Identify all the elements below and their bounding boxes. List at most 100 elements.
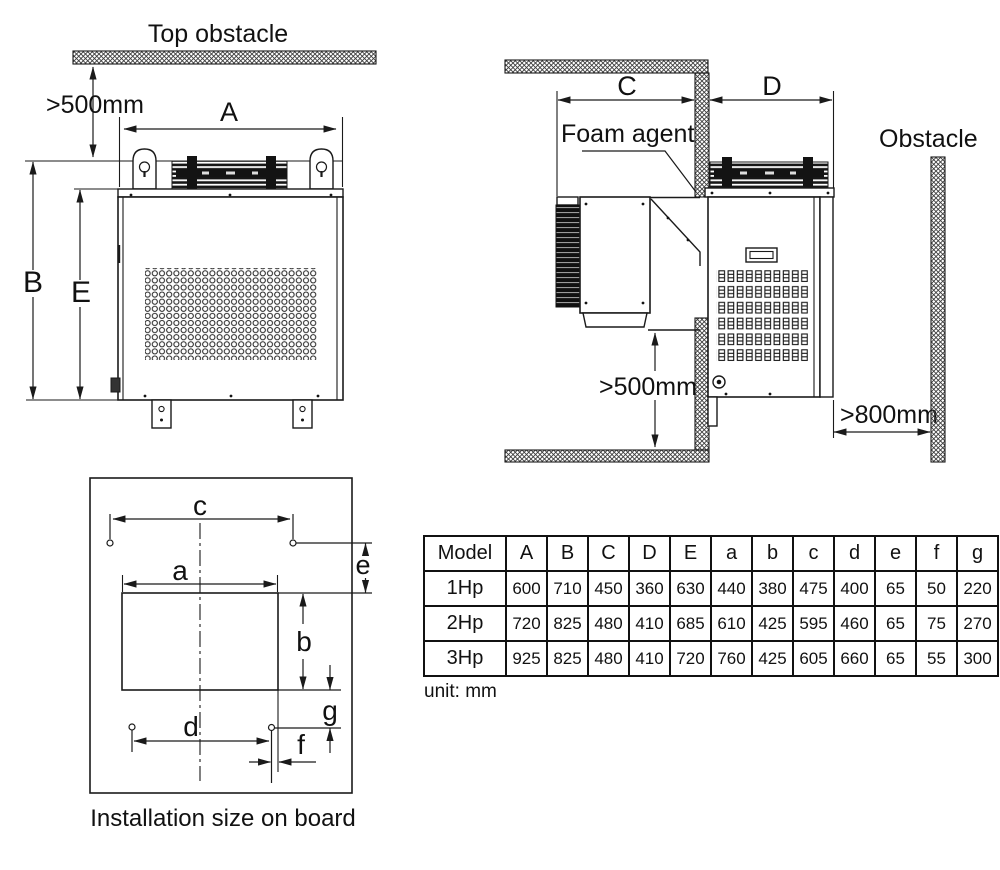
col-header: f	[915, 535, 958, 572]
spec-cell: 440	[710, 570, 753, 607]
spec-cell: 65	[874, 570, 917, 607]
spec-cell: 475	[792, 570, 835, 607]
spec-cell: 825	[546, 640, 589, 677]
spec-cell: 425	[751, 605, 794, 642]
evaporator-coil-fins	[555, 204, 581, 308]
board-outline	[89, 477, 353, 794]
top-obstacle-label: Top obstacle	[148, 20, 288, 48]
mounting-foot-left	[151, 399, 172, 429]
dim-a-board-label: a	[172, 555, 188, 586]
spec-cell: 710	[546, 570, 589, 607]
mounting-foot-right	[292, 399, 313, 429]
foam-agent-callout: Foam agent	[561, 120, 697, 193]
wall-vertical-lower	[694, 317, 710, 451]
condenser-side-panel	[819, 196, 834, 398]
wall-bottom	[504, 449, 710, 463]
spec-cell: 65	[874, 640, 917, 677]
ventilation-grille	[145, 268, 317, 360]
spec-table: Model A B C D E a b c d e f g 1Hp 600 71…	[423, 535, 999, 677]
spec-cell: 220	[956, 570, 999, 607]
spec-cell: 425	[751, 640, 794, 677]
evaporator-section	[555, 196, 701, 331]
dim-b-board: b	[296, 593, 312, 690]
top-clearance-label: >500mm	[46, 91, 144, 119]
spec-row: 1Hp 600 710 450 360 630 440 380 475 400 …	[423, 570, 999, 607]
dim-a-label: A	[220, 97, 238, 127]
evaporator-housing	[579, 196, 651, 314]
dim-f-board: f	[249, 729, 316, 766]
dim-top-clearance: >500mm	[46, 66, 144, 158]
spec-cell: 630	[669, 570, 712, 607]
dim-bottom-clearance: >500mm	[599, 332, 697, 448]
dim-d-label: D	[762, 71, 782, 101]
spec-cell: 595	[792, 605, 835, 642]
spec-header-row: Model A B C D E a b c d e f g	[423, 535, 999, 572]
dim-a: A	[118, 97, 344, 187]
spec-cell: 75	[915, 605, 958, 642]
dim-b: B	[21, 161, 45, 400]
handle-plate	[745, 247, 778, 263]
dim-b-label: B	[23, 266, 43, 299]
spec-cell: 760	[710, 640, 753, 677]
spec-cell: 480	[587, 640, 630, 677]
col-header: c	[792, 535, 835, 572]
col-header: Model	[423, 535, 507, 572]
spec-cell: 685	[669, 605, 712, 642]
spec-cell: 1Hp	[423, 570, 507, 607]
drip-tray	[582, 312, 648, 328]
spec-cell: 660	[833, 640, 876, 677]
col-header: D	[628, 535, 671, 572]
foam-agent-label: Foam agent	[561, 120, 694, 148]
unit-note: unit: mm	[424, 681, 497, 702]
spec-cell: 720	[505, 605, 548, 642]
dim-d: D	[709, 71, 835, 190]
spec-cell: 300	[956, 640, 999, 677]
spec-cell: 400	[833, 570, 876, 607]
side-view-diagram: C D Foam agent	[504, 59, 978, 463]
board-layout-diagram: c e a b g	[89, 477, 372, 794]
spec-cell: 3Hp	[423, 640, 507, 677]
spec-cell: 450	[587, 570, 630, 607]
col-header: b	[751, 535, 794, 572]
dim-g-board-label: g	[322, 695, 338, 726]
wall-duct	[650, 196, 701, 266]
cold-room-wall	[504, 59, 710, 463]
dim-c-label: C	[617, 71, 637, 101]
drain-fitting	[712, 375, 726, 389]
dim-b-board-label: b	[296, 626, 312, 657]
mounting-hole-bottom-right	[267, 723, 276, 732]
condenser-coil-top	[171, 156, 288, 190]
bottom-clearance-label: >500mm	[599, 373, 697, 401]
col-header: g	[956, 535, 999, 572]
spec-cell: 2Hp	[423, 605, 507, 642]
dim-e-board: e	[355, 542, 371, 594]
dim-e-board-label: e	[355, 550, 370, 580]
dim-c-board-label: c	[193, 490, 207, 521]
col-header: C	[587, 535, 630, 572]
obstacle-label: Obstacle	[879, 125, 978, 153]
wall-top	[504, 59, 709, 74]
condenser-section	[704, 157, 835, 427]
obstacle-wall	[930, 156, 946, 463]
spec-cell: 605	[792, 640, 835, 677]
spec-cell: 480	[587, 605, 630, 642]
spec-row: 3Hp 925 825 480 410 720 760 425 605 660 …	[423, 640, 999, 677]
front-view-diagram: Top obstacle >500mm A	[21, 20, 377, 429]
drain-pipe	[707, 396, 718, 427]
dim-f-board-label: f	[297, 729, 305, 760]
spec-cell: 380	[751, 570, 794, 607]
louver-vents	[716, 268, 808, 363]
board-caption: Installation size on board	[90, 805, 356, 832]
spec-cell: 65	[874, 605, 917, 642]
spec-cell: 410	[628, 640, 671, 677]
spec-cell: 360	[628, 570, 671, 607]
unit-front-view	[110, 148, 344, 429]
spec-cell: 825	[546, 605, 589, 642]
dim-c-board: c	[112, 490, 291, 523]
dim-g-board: g	[322, 665, 338, 753]
col-header: B	[546, 535, 589, 572]
condenser-coil-top	[709, 157, 829, 189]
top-obstacle-wall	[72, 50, 377, 65]
spec-cell: 55	[915, 640, 958, 677]
